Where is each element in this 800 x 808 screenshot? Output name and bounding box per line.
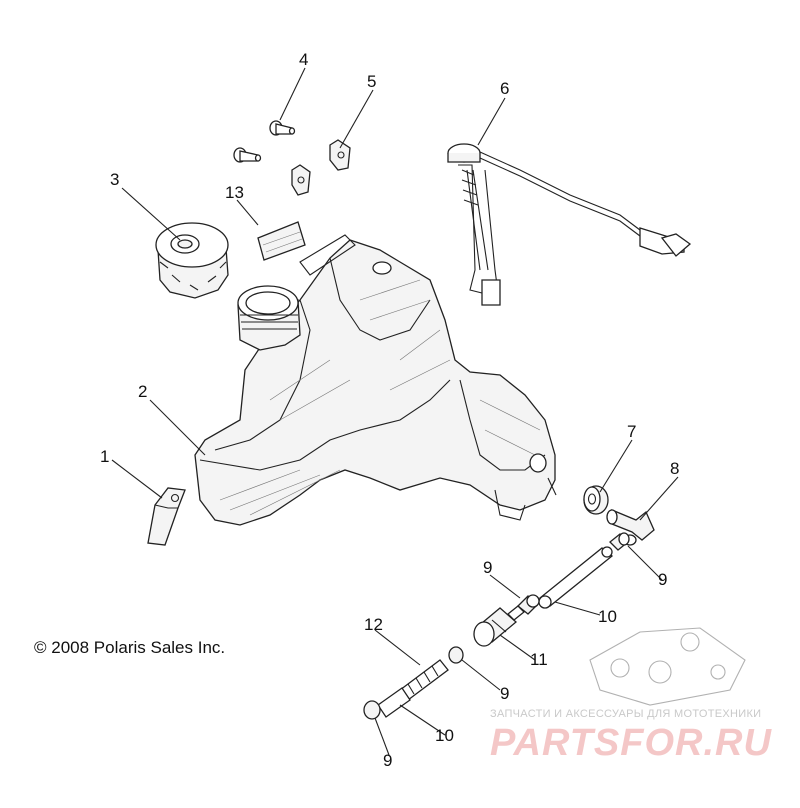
hose-clamp-upper-right xyxy=(609,532,630,551)
watermark-logo: PARTSFOR.RU xyxy=(490,722,772,764)
decal-label xyxy=(257,221,306,261)
fuel-hose-lower xyxy=(377,687,411,718)
bolt-lower xyxy=(233,147,262,163)
callout-4: 4 xyxy=(299,50,308,69)
callout-9-upper-right: 9 xyxy=(658,570,667,589)
callout-3: 3 xyxy=(110,170,119,189)
leader-lines xyxy=(111,67,679,756)
fuel-sender xyxy=(447,143,692,306)
callout-8: 8 xyxy=(670,459,679,478)
callout-9-middle: 9 xyxy=(500,684,509,703)
callout-10-lower: 10 xyxy=(435,726,454,745)
bolt-upper xyxy=(269,120,296,136)
clip-nut-upper xyxy=(329,139,351,171)
callout-7: 7 xyxy=(627,422,636,441)
hose-clamp-upper-left xyxy=(517,594,540,615)
callout-5: 5 xyxy=(367,72,376,91)
callout-13: 13 xyxy=(225,183,244,202)
fuel-hose-upper xyxy=(538,546,614,609)
grommet xyxy=(583,485,609,515)
callout-12: 12 xyxy=(364,615,383,634)
hose-clamp-middle xyxy=(448,646,464,664)
fuel-tank xyxy=(194,234,557,526)
mounting-bracket xyxy=(147,487,186,546)
elbow-fitting xyxy=(606,509,655,546)
callout-1: 1 xyxy=(100,447,109,466)
callout-10-upper: 10 xyxy=(598,607,617,626)
copyright-notice: © 2008 Polaris Sales Inc. xyxy=(34,638,226,657)
inline-fuel-filter xyxy=(473,605,525,647)
callout-9-lower: 9 xyxy=(383,751,392,770)
hose-clamp-lower xyxy=(363,700,381,720)
watermark-gasket xyxy=(589,627,746,706)
callout-11: 11 xyxy=(530,650,548,669)
watermark-tagline: ЗАПЧАСТИ И АКСЕССУАРЫ ДЛЯ МОТОТЕХНИКИ xyxy=(490,708,762,720)
barb-fitting xyxy=(399,659,449,701)
callout-6: 6 xyxy=(500,79,509,98)
callout-2: 2 xyxy=(138,382,147,401)
clip-nut-lower xyxy=(291,164,311,196)
filler-neck xyxy=(237,285,301,351)
fuel-cap xyxy=(155,222,229,299)
callout-9-upper-left: 9 xyxy=(483,558,492,577)
